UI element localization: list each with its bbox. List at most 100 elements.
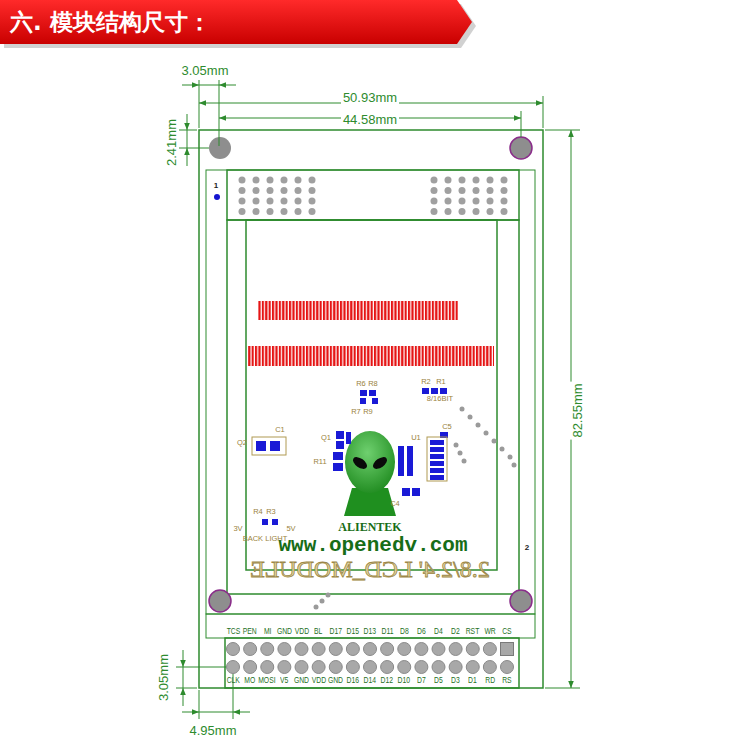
test-pad: [253, 208, 260, 215]
pin-name: D1: [468, 675, 477, 685]
component-ref: R7: [351, 407, 361, 416]
pin: [364, 661, 377, 674]
pin: [501, 661, 514, 674]
smd-pad: [412, 488, 420, 496]
component-ref: Q2: [237, 438, 247, 447]
pin-name: GND: [294, 675, 309, 685]
brand-name: ALIENTEK: [338, 520, 401, 535]
pin-name: TCS: [226, 626, 240, 636]
pin: [312, 661, 325, 674]
test-pad: [281, 177, 288, 184]
fpc-pads: [258, 301, 458, 320]
pin-name: D12: [381, 675, 393, 685]
pin-name: MOSI: [259, 675, 276, 685]
board-outline: [199, 130, 543, 688]
test-pad: [445, 208, 452, 215]
component-ref: R8: [368, 379, 378, 388]
test-pad: [295, 198, 302, 205]
via: [458, 451, 463, 456]
pin-square: [501, 643, 514, 656]
smd-pad: [407, 446, 413, 476]
pin-name: BL: [314, 626, 322, 636]
pin: [261, 643, 274, 656]
alien-logo: [344, 431, 396, 516]
smd-pad: [431, 388, 438, 394]
via: [454, 443, 459, 448]
via: [500, 447, 505, 452]
pin-name: WR: [484, 626, 495, 636]
smd-pad: [360, 390, 367, 396]
mount-hole: [510, 137, 532, 159]
pin: [449, 661, 462, 674]
test-pad: [253, 177, 260, 184]
component-ref: R3: [266, 507, 276, 516]
test-pad: [459, 187, 466, 194]
pin-name: D11: [381, 626, 393, 636]
pin: [295, 643, 308, 656]
via: [326, 593, 331, 598]
dimension: 3.05mm: [156, 652, 171, 703]
test-pad: [501, 177, 508, 184]
pin-name: MO: [245, 675, 256, 685]
test-pad: [445, 198, 452, 205]
pin-name: RS: [502, 675, 511, 685]
smd-pad: [422, 388, 429, 394]
component-ref: R9: [363, 407, 373, 416]
smd-pad: [336, 441, 344, 449]
pin-name: V5: [280, 675, 288, 685]
test-pad: [445, 187, 452, 194]
pin-name: D5: [434, 675, 443, 685]
pin-marker: 2: [525, 543, 529, 552]
pin-name: D7: [417, 675, 426, 685]
lcd-frame: [227, 220, 519, 594]
test-pad: [267, 187, 274, 194]
pin: [432, 661, 445, 674]
pin: [278, 643, 291, 656]
test-pad: [309, 177, 316, 184]
mount-hole: [209, 590, 231, 612]
test-pad: [431, 198, 438, 205]
ic-pin: [430, 475, 444, 480]
smd-pad: [270, 441, 280, 451]
test-pad: [309, 198, 316, 205]
test-pad: [267, 208, 274, 215]
via: [484, 431, 489, 436]
test-pad: [473, 187, 480, 194]
pin-name: D14: [364, 675, 376, 685]
dimension: 82.55mm: [569, 381, 584, 439]
component-ref: R11: [313, 457, 326, 466]
pin: [364, 643, 377, 656]
pin: [415, 661, 428, 674]
test-pad: [473, 208, 480, 215]
pin: [244, 643, 257, 656]
pin-name: D6: [417, 626, 426, 636]
pcb-edge: [199, 130, 543, 688]
pin: [449, 643, 462, 656]
ic-pin: [430, 468, 444, 473]
pin-name: RST: [466, 626, 480, 636]
test-pad: [473, 177, 480, 184]
via: [468, 415, 473, 420]
test-pad: [281, 198, 288, 205]
silkscreen-title: 2.8/2.4' LCD_MODULE: [250, 556, 490, 583]
test-pad: [239, 208, 246, 215]
via: [314, 605, 319, 610]
ic-pin: [430, 454, 444, 459]
test-pad: [473, 198, 480, 205]
component-ref: R2: [421, 377, 431, 386]
via: [512, 463, 517, 468]
pin: [244, 661, 257, 674]
via: [320, 599, 325, 604]
test-pad: [501, 187, 508, 194]
pin: [398, 643, 411, 656]
mount-hole: [209, 137, 231, 159]
smd-pad: [346, 432, 351, 444]
mount-hole: [510, 590, 532, 612]
pin: [261, 661, 274, 674]
website: www.openedv.com: [278, 534, 467, 557]
glass-outline: [206, 170, 535, 614]
pin: [398, 661, 411, 674]
test-pad: [281, 208, 288, 215]
pin: [295, 661, 308, 674]
